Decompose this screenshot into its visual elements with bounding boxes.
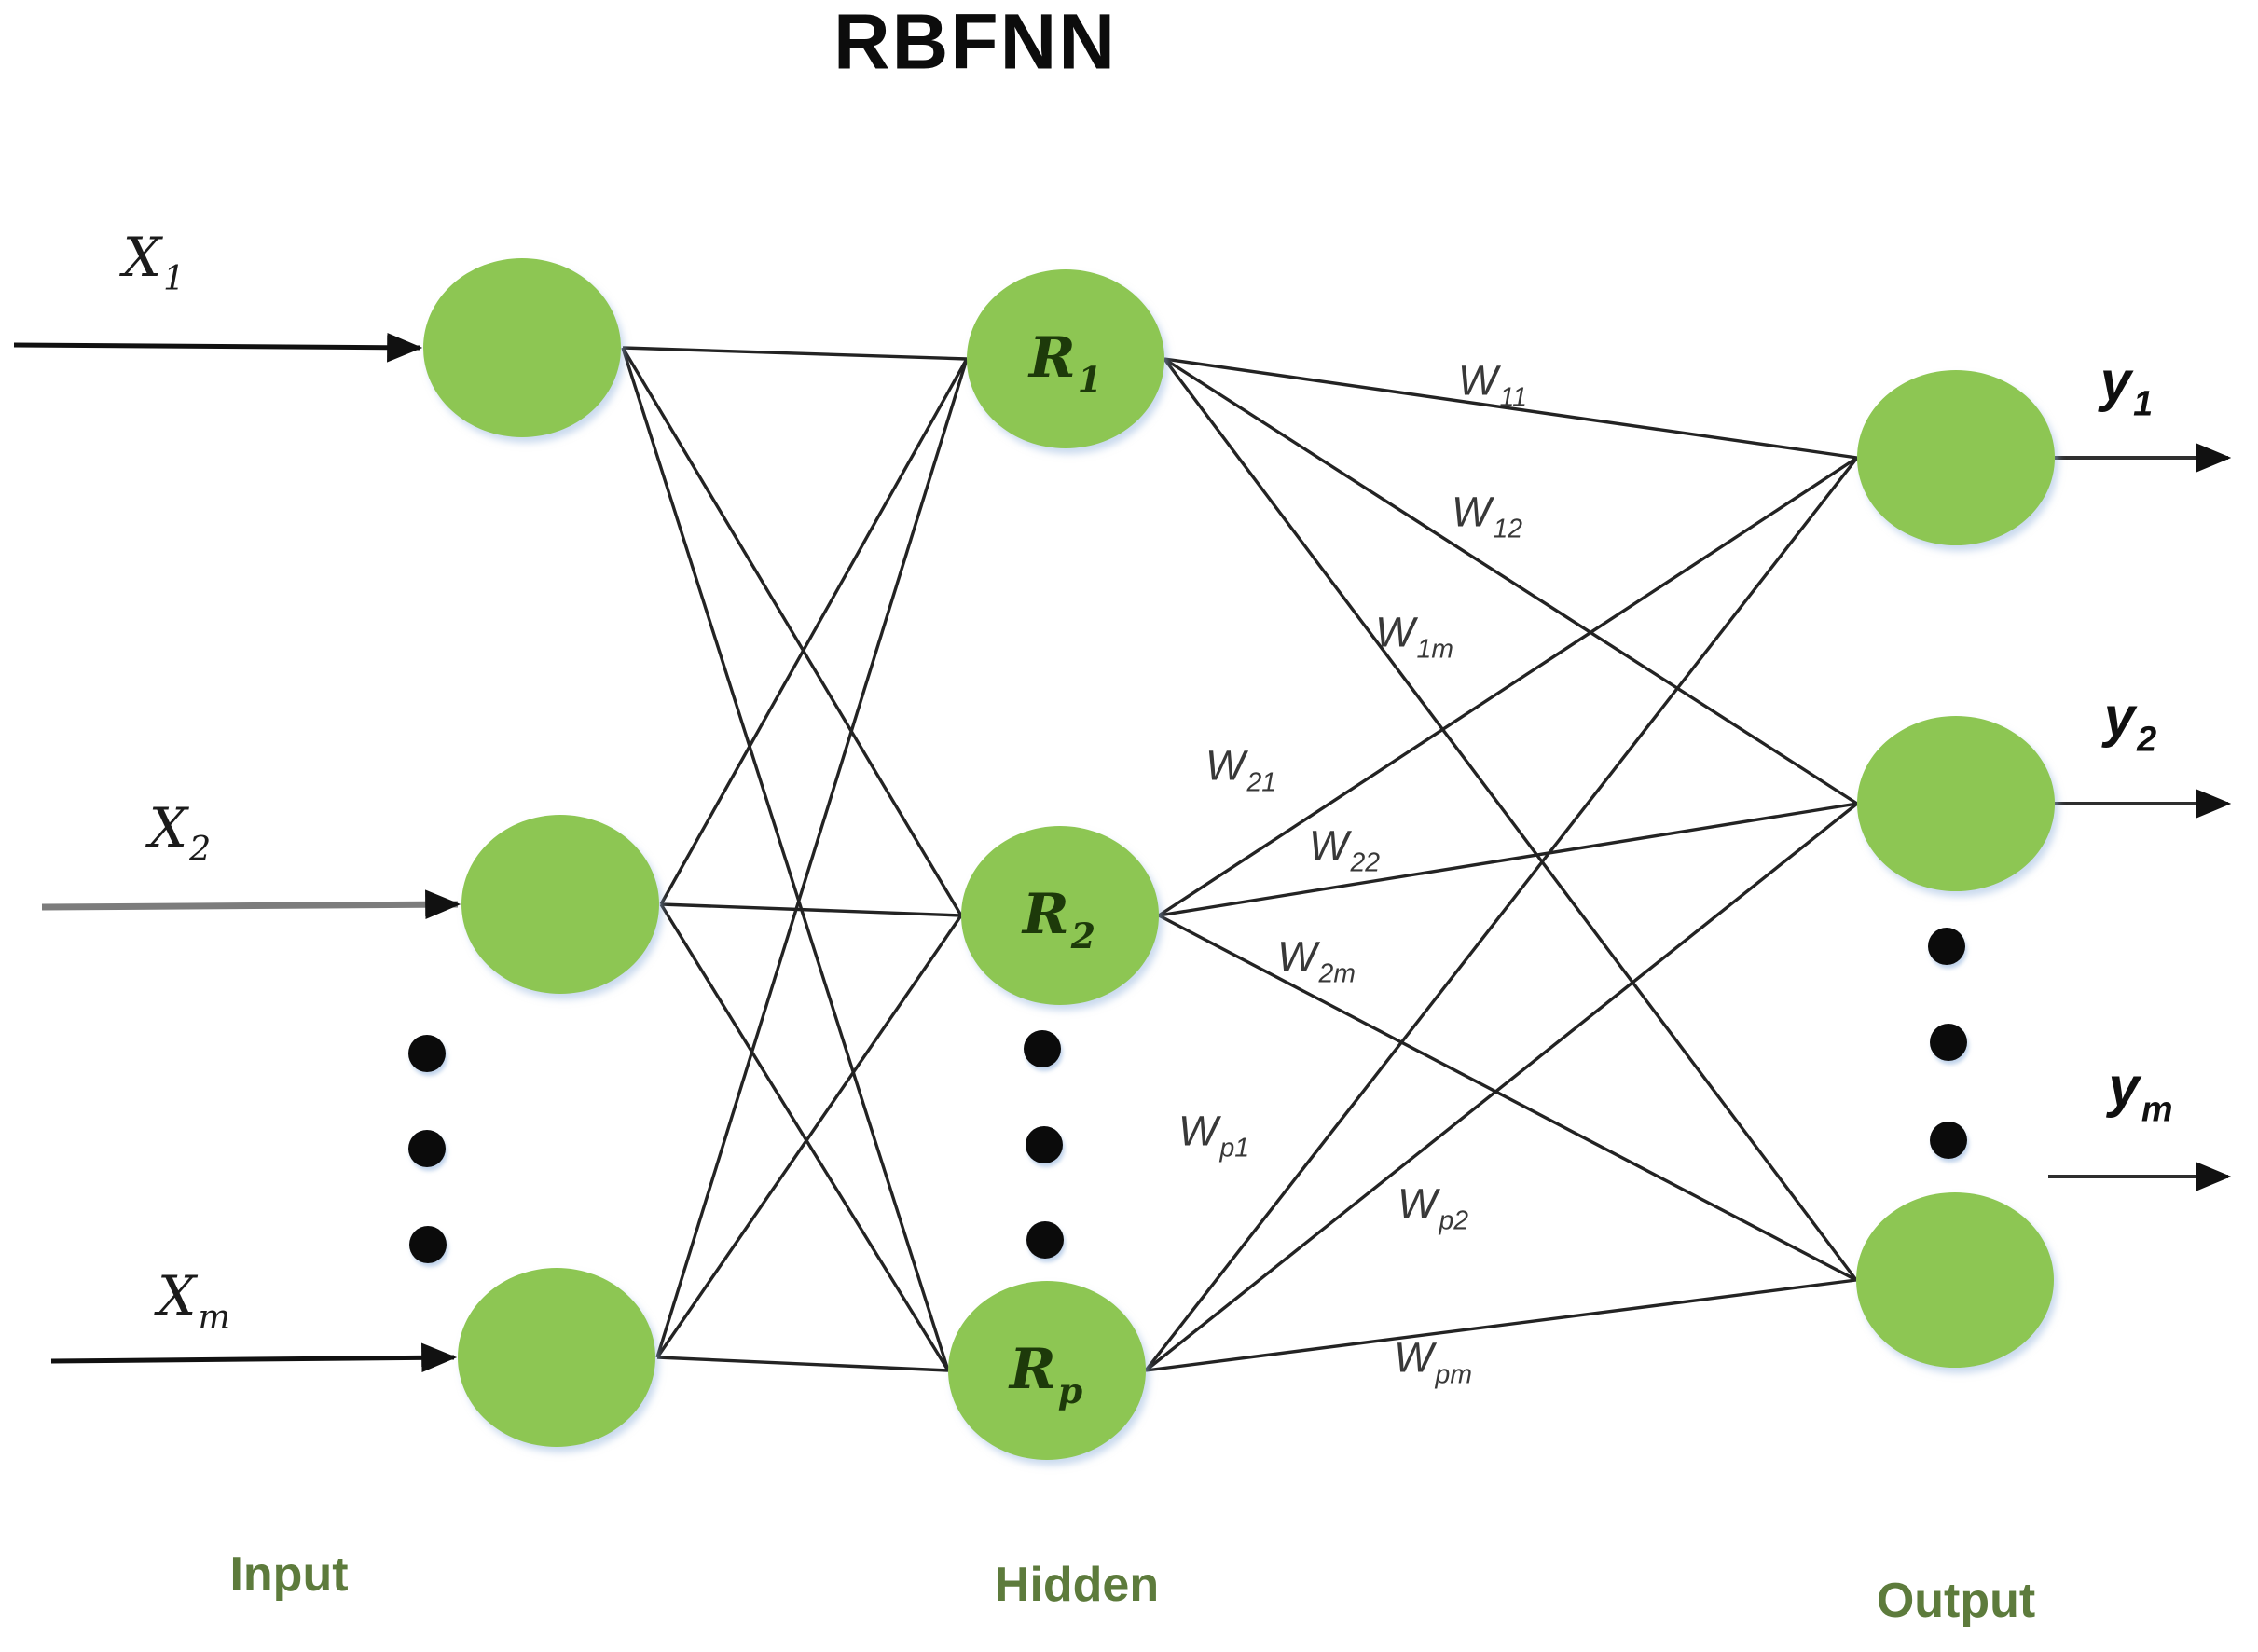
edge-r1-out1: [1163, 357, 1858, 460]
weight-label-w21: W21: [1205, 741, 1277, 798]
output-node-2: [1857, 716, 2055, 891]
hidden-node-rp: [948, 1281, 1146, 1460]
output-label-y1: y1: [2100, 350, 2154, 424]
edge-in2-r2: [660, 902, 962, 917]
edge-r1-out3: [1163, 357, 1858, 1282]
edge-in1-rp: [621, 347, 950, 1371]
edge-r2-out1: [1158, 456, 1858, 917]
diagram-title: RBFNN: [833, 0, 1117, 86]
hidden-label-rp: Rp: [1009, 1337, 1083, 1411]
input-arrow-x2: [41, 889, 461, 920]
layer-caption-hidden: Hidden: [994, 1558, 1160, 1612]
edge-rp-out1: [1144, 456, 1859, 1372]
input-node-m: [458, 1268, 655, 1447]
edge-in3-r1: [655, 358, 969, 1358]
input-label-xm: Xm: [158, 1263, 230, 1338]
weight-label-w22: W22: [1308, 821, 1381, 878]
output-node-1: [1857, 370, 2055, 545]
input-arrow-x1: [13, 332, 423, 363]
weight-label-w1m: W1m: [1375, 608, 1453, 665]
weight-label-wp1: Wp1: [1177, 1107, 1250, 1163]
output-ellipsis-dot: [1930, 1122, 1967, 1159]
input-label-x1: X1: [122, 225, 186, 299]
ellipsis-dots: [408, 928, 1967, 1263]
edge-r2-out3: [1158, 914, 1857, 1282]
edge-in3-r2: [655, 915, 963, 1358]
input-node-1: [423, 258, 621, 437]
hidden-ellipsis-dot: [1026, 1126, 1063, 1163]
hidden-label-r1: R1: [1028, 325, 1103, 400]
input-ellipsis-dot: [408, 1035, 446, 1072]
edge-in2-r1: [659, 358, 969, 905]
layer-caption-output: Output: [1876, 1574, 2036, 1628]
edge-in2-rp: [659, 903, 950, 1371]
weight-label-w12: W12: [1451, 488, 1523, 544]
connection-lines: [621, 346, 1859, 1372]
edge-in3-rp: [656, 1356, 949, 1372]
weight-label-wp2: Wp2: [1397, 1179, 1469, 1236]
edge-in1-r2: [621, 347, 963, 916]
hidden-ellipsis-dot: [1024, 1030, 1061, 1067]
edge-in1-r1: [622, 346, 968, 361]
neuron-nodes: [423, 258, 2055, 1460]
input-ellipsis-dot: [409, 1226, 447, 1263]
edge-r1-out2: [1163, 357, 1858, 805]
output-node-m: [1856, 1192, 2054, 1368]
weight-label-w11: W11: [1458, 356, 1527, 413]
output-label-y2: y2: [2103, 685, 2157, 760]
output-ellipsis-dot: [1928, 928, 1965, 965]
hidden-node-r1: [967, 269, 1164, 448]
input-arrow-xm: [50, 1342, 458, 1373]
hidden-ellipsis-dot: [1026, 1221, 1064, 1259]
input-label-x2: X2: [148, 795, 212, 870]
input-node-2: [461, 815, 659, 994]
hidden-node-r2: [961, 826, 1159, 1005]
hidden-label-r2: R2: [1022, 882, 1096, 957]
layer-caption-input: Input: [229, 1548, 349, 1602]
io-arrows: [13, 332, 2232, 1373]
input-ellipsis-dot: [408, 1130, 446, 1167]
weight-label-w2m: W2m: [1277, 932, 1356, 989]
output-ellipsis-dot: [1930, 1024, 1967, 1061]
edge-rp-out3: [1145, 1278, 1857, 1372]
edge-r2-out2: [1158, 802, 1858, 917]
output-label-ym: ym: [2108, 1055, 2173, 1130]
edge-rp-out2: [1144, 802, 1859, 1372]
weight-label-wpm: Wpm: [1394, 1333, 1472, 1390]
